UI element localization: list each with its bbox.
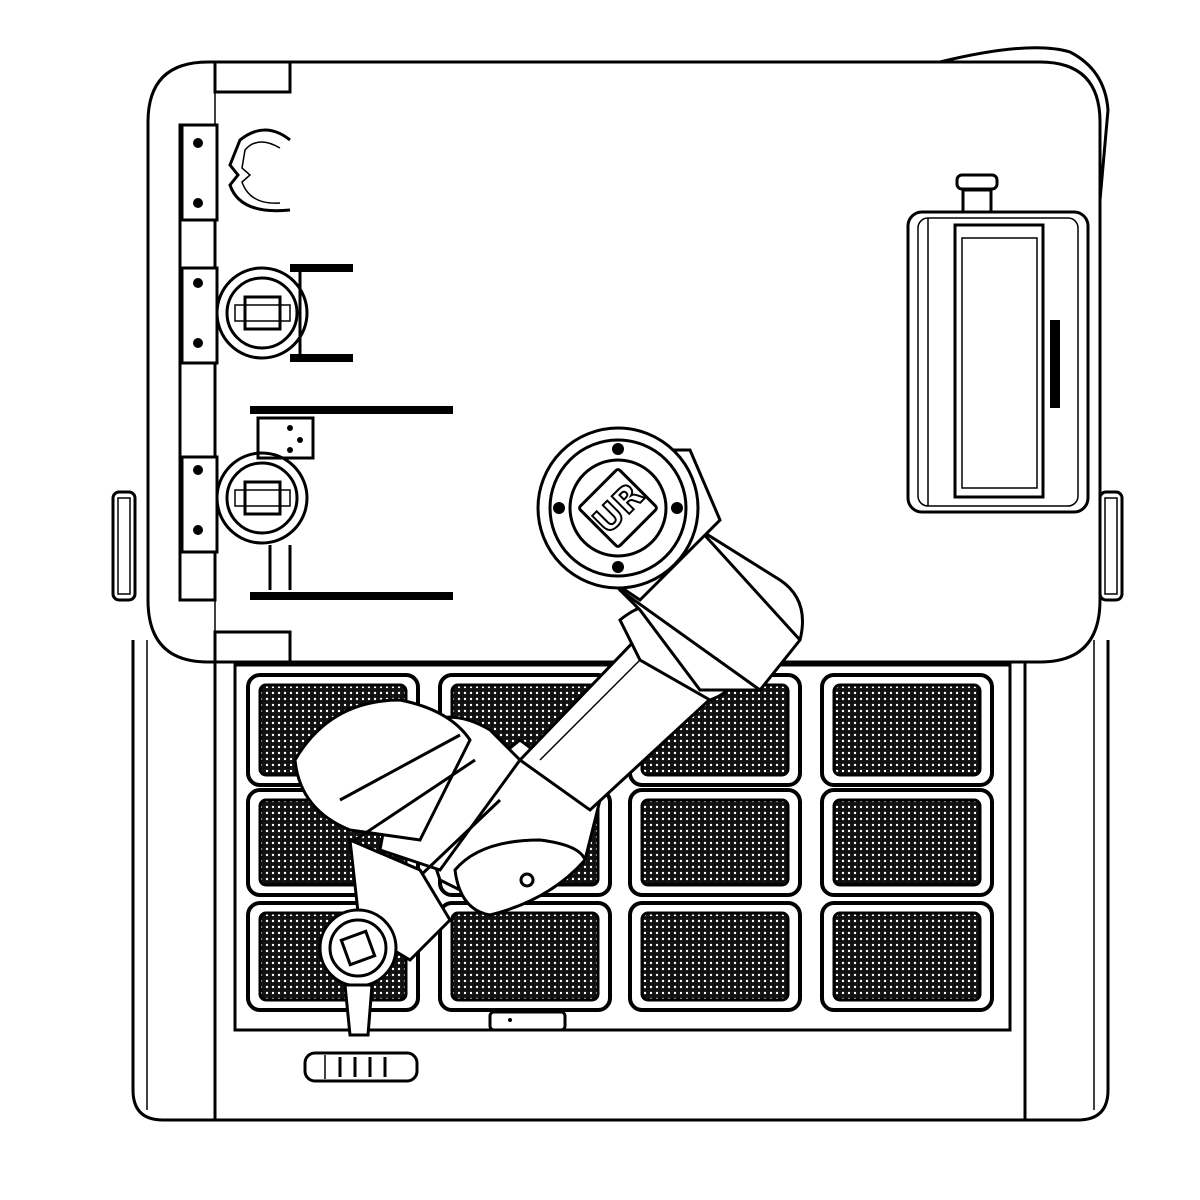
robot-tool-flange [318,908,398,1037]
emergency-stop-button[interactable] [955,173,999,214]
tool-holder-gripper-2 [180,406,453,600]
tray[interactable] [820,901,994,1012]
robot-base-joint: UR [536,426,722,602]
left-handle[interactable] [111,490,137,602]
tray[interactable] [438,901,612,1012]
robot-arm: UR [293,426,804,1037]
tray[interactable] [628,901,802,1012]
tool-holder-gripper-1 [180,264,353,365]
cable-connector [488,1010,567,1032]
tool-connector [303,1051,419,1083]
teach-pendant[interactable] [906,173,1090,514]
tool-holder-empty [180,123,291,222]
tray[interactable] [628,788,802,897]
cabinet-base [131,640,1110,1122]
table-top [146,46,1110,664]
tray[interactable] [820,788,994,897]
tray[interactable] [820,673,994,787]
right-handle[interactable] [1098,490,1124,602]
